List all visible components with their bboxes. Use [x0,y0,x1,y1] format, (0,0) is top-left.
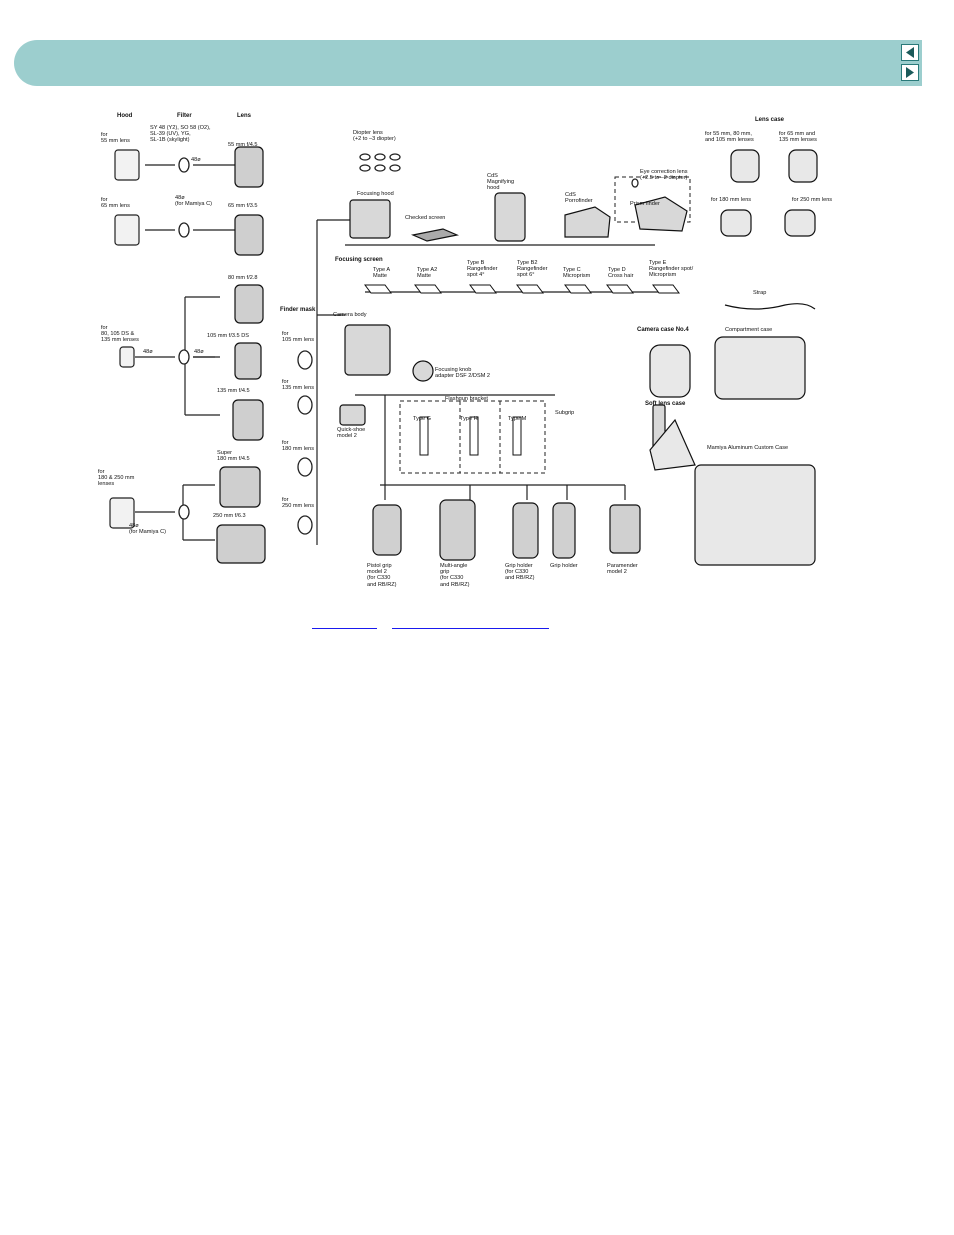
header-bar [14,40,922,86]
lens-250-label: 250 mm f/6.3 [213,513,246,519]
filter-48-e-label: 48ø (for Mamiya C) [129,523,166,536]
hood-55-label: for 55 mm lens [101,132,130,145]
filter-48-mamiya-label: 48ø (for Mamiya C) [175,195,212,208]
multi-angle-grip-label: Multi-angle grip (for C330 and RB/RZ) [440,563,470,588]
filter-48-d-label: 48ø [194,349,204,355]
subgrip-label: Subgrip [555,410,575,416]
type-a2-label: Type A2 Matte [417,267,438,280]
footer-link-2[interactable] [392,618,549,629]
lens-case-55-label: for 55 mm, 80 mm, and 105 mm lenses [705,131,754,144]
diagram-drawing [109,146,818,566]
diopter-lens-label: Diopter lens (+2 to –3 diopter) [353,130,396,143]
lens-case-65-label: for 65 mm and 135 mm lenses [779,131,817,144]
mask-180-label: for 180 mm lens [282,440,315,453]
footer-link-1[interactable] [312,618,377,629]
lens-super180-label: Super 180 mm f/4.5 [217,450,250,463]
lens-65-label: 65 mm f/3.5 [228,203,258,209]
next-page-button[interactable] [901,64,919,81]
column-filter-label: Filter [177,113,192,119]
lens-135-label: 135 mm f/4.5 [217,388,250,394]
eye-correction-lens-label: Eye correction lens (+2.5 to –2 diopter) [640,169,688,182]
compartment-case-label: Compartment case [725,327,773,333]
camera-case-label: Camera case No.4 [637,327,689,333]
lens-case-180-label: for 180 mm lens [711,197,752,203]
quick-shoe-label: Quick-shoe model 2 [337,427,366,440]
lens-80-label: 80 mm f/2.8 [228,275,258,281]
prism-finder-label: Prism finder [630,201,660,207]
focusing-knob-label: Focusing knob adapter DSF 2/DSM 2 [435,367,491,380]
left-triangle-icon [906,47,914,58]
flashgun-bracket-label: Flashgun bracket [445,396,488,402]
soft-lens-case-label: Soft lens case [645,401,686,407]
type-e-label: Type E Rangefinder spot/ Microprism [649,260,694,279]
cds-magnifying-hood-label: CdS Magnifying hood [487,173,515,192]
finder-mask-label: Finder mask [280,307,316,313]
grip-holder-c330-label: Grip holder (for C330 and RB/RZ) [505,563,535,582]
filter-types-label: SY 48 (Y2), SO 58 (O2), SL-39 (UV), YG, … [150,125,211,144]
type-g-label: Type G [413,416,432,422]
type-h-label: Type H [460,416,478,422]
paramender-label: Paramender model 2 [607,563,638,576]
mask-250-label: for 250 mm lens [282,497,315,510]
pistol-grip-label: Pistol grip model 2 (for C330 and RB/RZ) [367,563,397,588]
accessory-system-diagram: Hood Filter Lens SY 48 (Y2), SO 58 (O2),… [95,105,840,605]
hood-80-label: for 80, 105 DS & 135 mm lenses [101,325,139,344]
strap-label: Strap [753,290,767,296]
focusing-hood-label: Focusing hood [357,191,394,197]
column-hood-label: Hood [117,113,133,119]
type-b2-label: Type B2 Rangefinder spot 6° [517,260,548,279]
type-b-label: Type B Rangefinder spot 4° [467,260,498,279]
type-m-label: Type M [508,416,527,422]
lens-case-250-label: for 250 mm lens [792,197,833,203]
hood-180-label: for 180 & 250 mm lenses [98,469,135,488]
hood-65-label: for 65 mm lens [101,197,130,210]
lens-55-label: 55 mm f/4.5 [228,142,258,148]
focusing-screen-label: Focusing screen [335,257,383,263]
aluminum-case-label: Mamiya Aluminum Custom Case [707,445,789,451]
right-triangle-icon [906,67,914,78]
lens-case-label: Lens case [755,117,785,123]
camera-body-label: Camera body [333,312,367,318]
type-a-label: Type A Matte [373,267,391,280]
type-d-label: Type D Cross hair [608,267,634,280]
checked-screen-label: Checked screen [405,215,446,221]
cds-porrofinder-label: CdS Porrofinder [565,192,593,205]
mask-105-label: for 105 mm lens [282,331,315,344]
grip-holder-label: Grip holder [550,563,578,569]
lens-105-label: 105 mm f/3.5 DS [207,333,249,339]
mask-135-label: for 135 mm lens [282,379,315,392]
filter-48-label: 48ø [191,157,201,163]
filter-48-c-label: 48ø [143,349,153,355]
previous-page-button[interactable] [901,44,919,61]
column-lens-label: Lens [237,113,252,119]
type-c-label: Type C Microprism [563,267,591,280]
